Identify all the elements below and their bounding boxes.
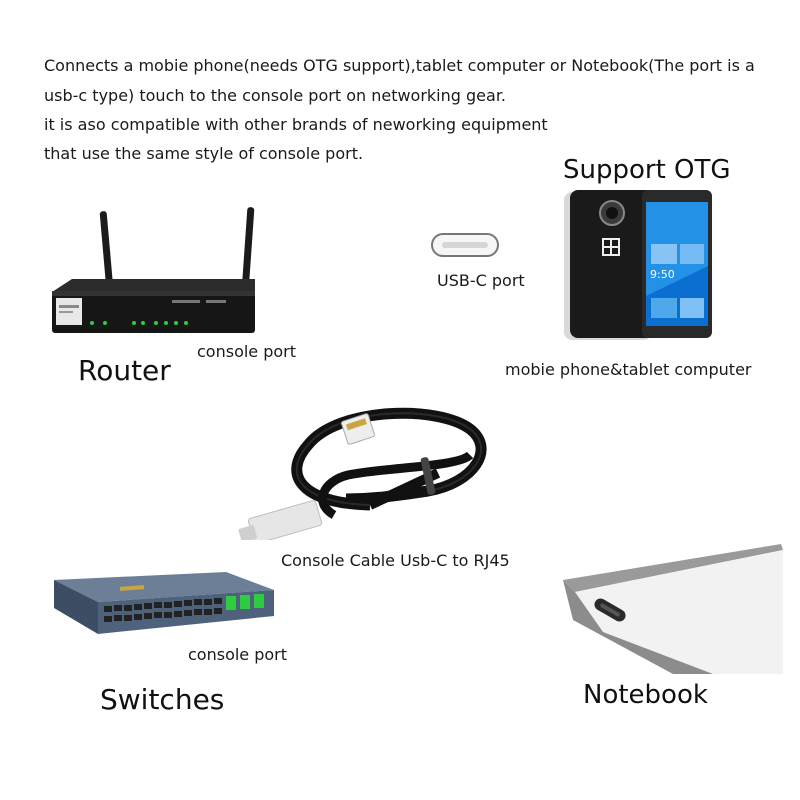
intro-line-4: that use the same style of console port. xyxy=(44,144,364,163)
notebook-title: Notebook xyxy=(583,680,708,710)
switch-title: Switches xyxy=(100,683,225,716)
laptop-icon xyxy=(563,540,785,675)
smartphone-icon: 9:50 xyxy=(556,186,716,342)
intro-line-3: it is aso compatible with other brands o… xyxy=(44,115,548,134)
phone-clock: 9:50 xyxy=(650,268,675,281)
console-cable-label: Console Cable Usb-C to RJ45 xyxy=(281,551,510,570)
network-switch-icon xyxy=(50,568,276,648)
phone-tablet-label: mobie phone&tablet computer xyxy=(505,360,752,379)
wifi-router-icon xyxy=(48,205,260,340)
console-cable-icon xyxy=(238,395,503,540)
intro-line-1: Connects a mobie phone(needs OTG support… xyxy=(44,56,755,75)
router-title: Router xyxy=(78,354,171,387)
usb-c-port-icon xyxy=(430,230,500,260)
intro-line-2: usb-c type) touch to the console port on… xyxy=(44,86,507,105)
switch-console-port-label: console port xyxy=(188,645,288,664)
usb-c-port-label: USB-C port xyxy=(437,271,525,290)
support-otg-heading: Support OTG xyxy=(563,155,731,185)
router-console-port-label: console port xyxy=(197,342,297,361)
